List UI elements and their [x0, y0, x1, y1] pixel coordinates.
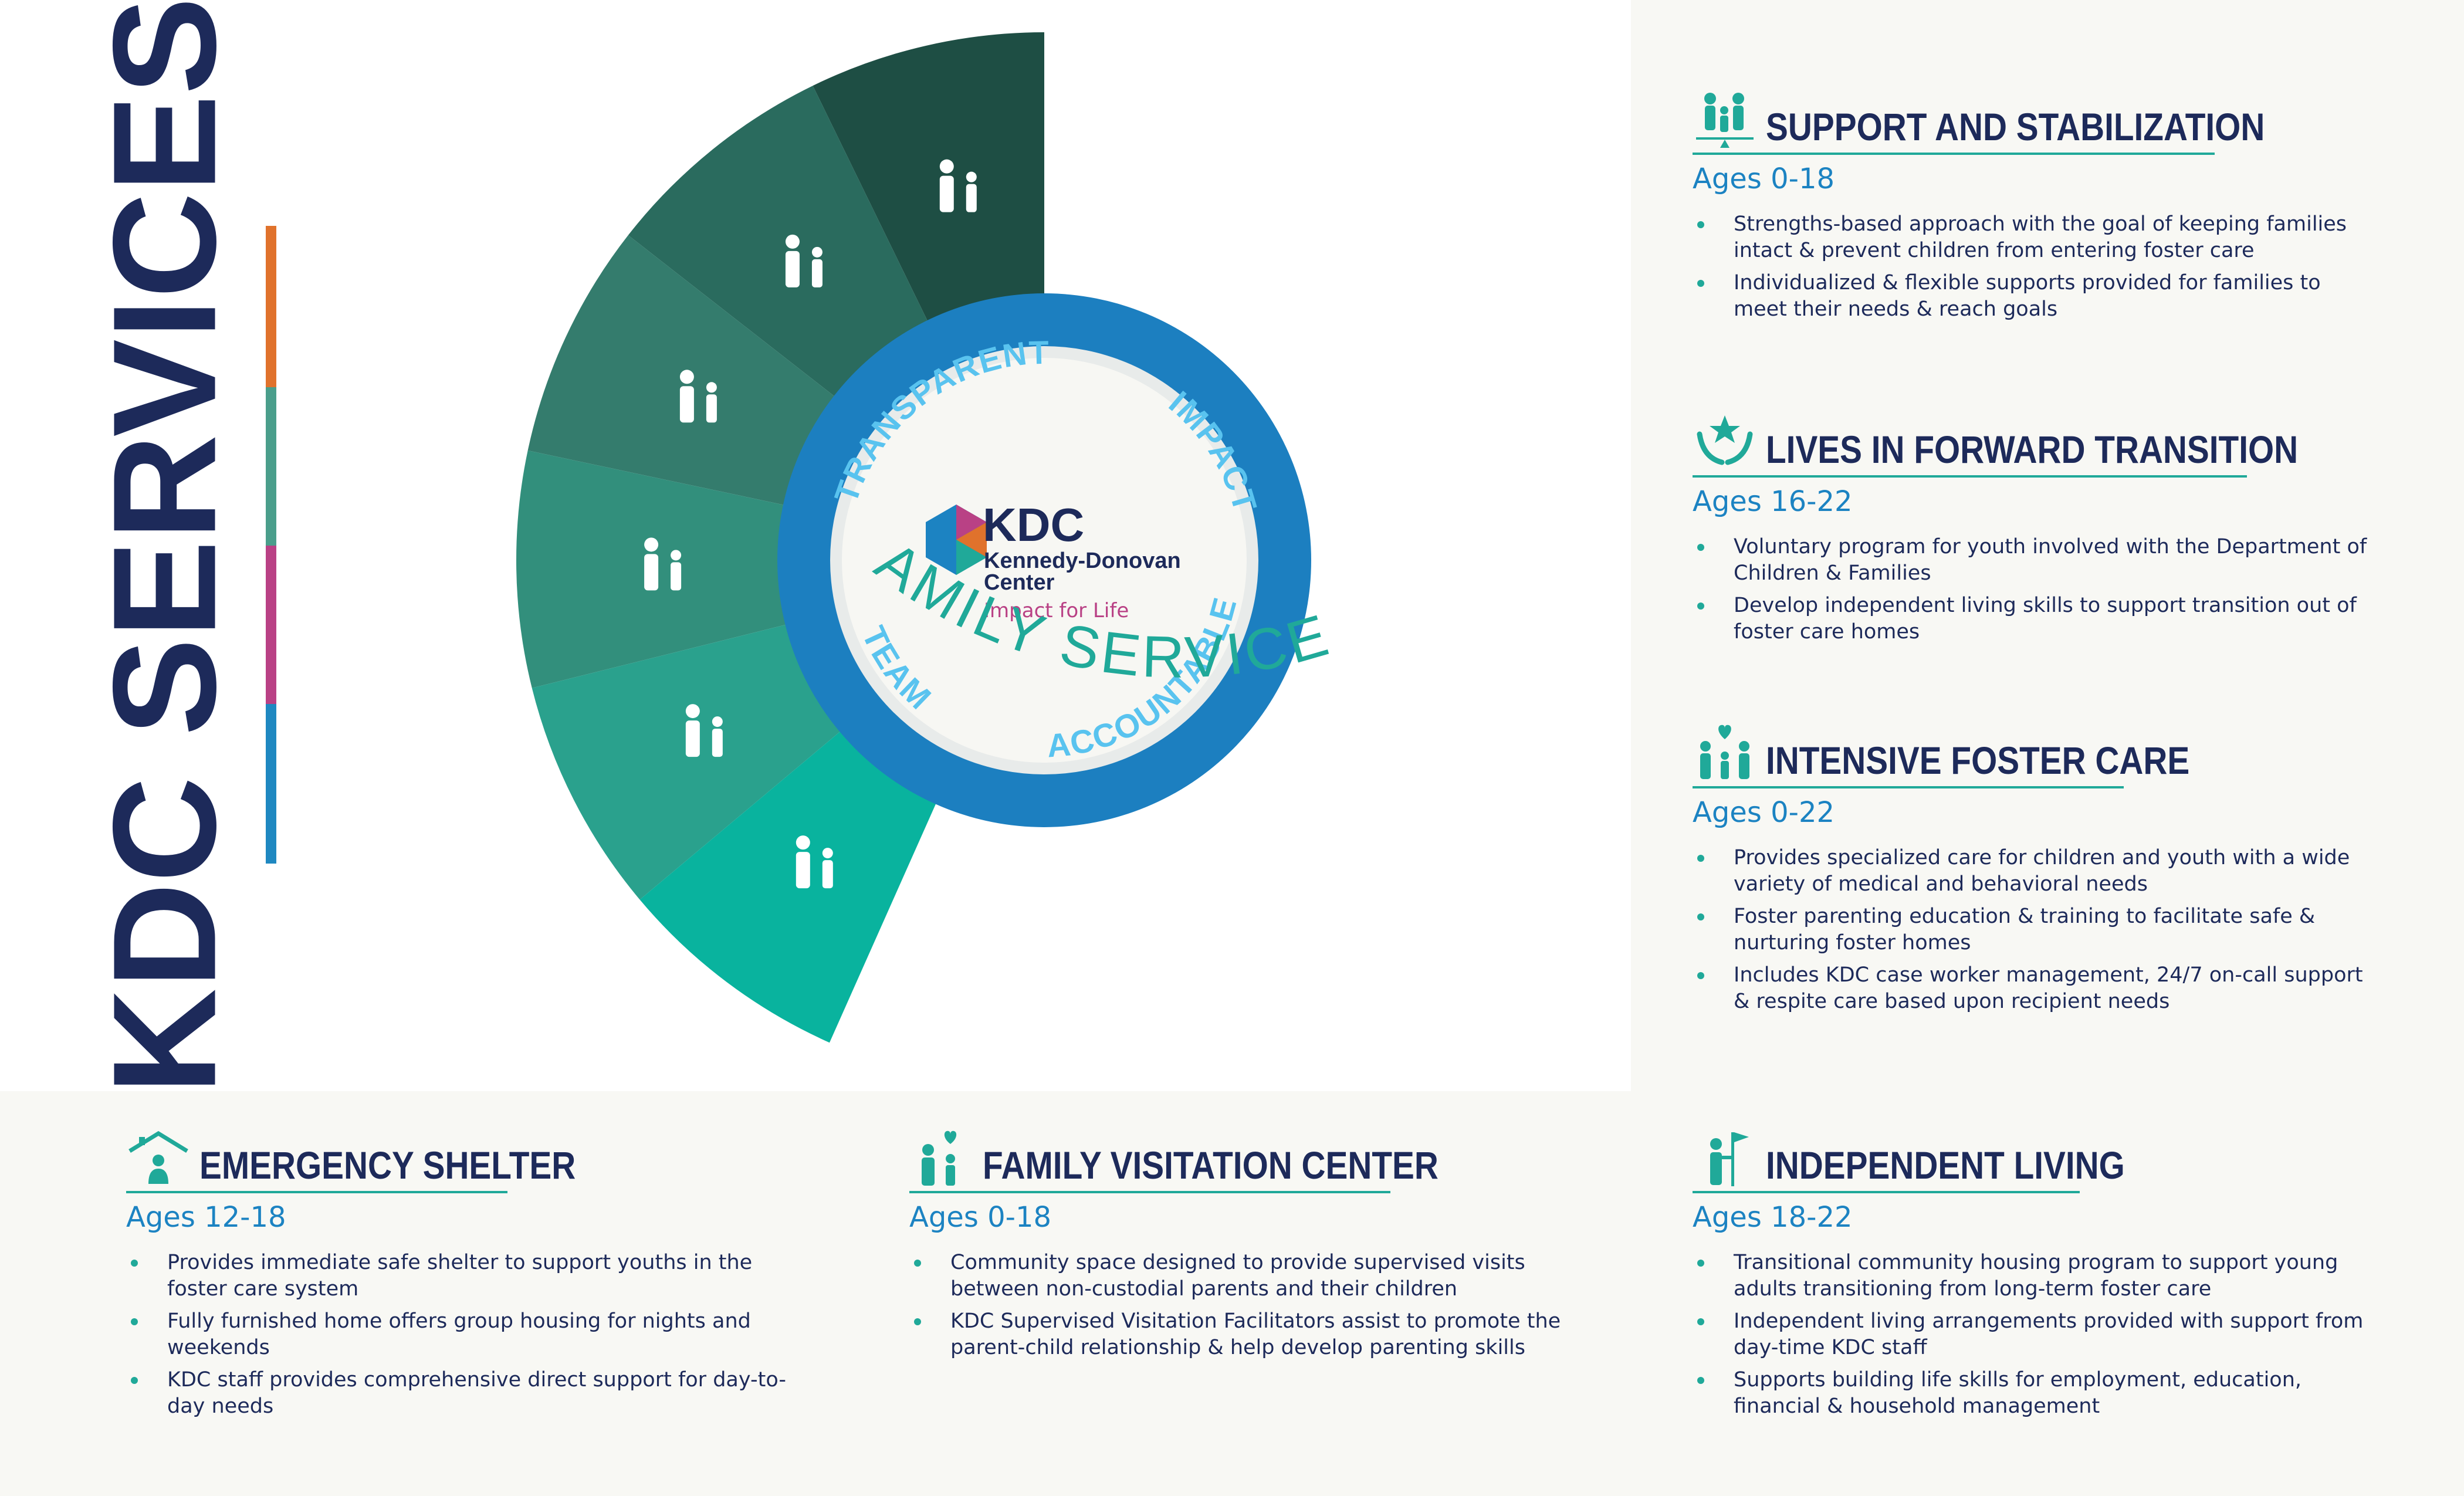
service-bullets: Transitional community housing program t… [1693, 1250, 2379, 1420]
logo-tagline: Impact for Life [984, 599, 1129, 622]
service-emergency-shelter: EMERGENCY SHELTER Ages 12-18 Provides im… [126, 1126, 813, 1426]
service-bullets: Community space designed to provide supe… [909, 1250, 1596, 1361]
service-ages: Ages 0-18 [909, 1201, 1052, 1234]
service-ages: Ages 0-22 [1693, 796, 1835, 829]
kdc-hexagon-icon [926, 505, 987, 575]
service-ages: Ages 12-18 [126, 1201, 286, 1234]
logo-line2: Center [984, 570, 1055, 595]
parent-child-heart-icon [685, 704, 723, 757]
wheel-segment [639, 722, 942, 1043]
person-flag-icon [1710, 1132, 1749, 1186]
color-bar-teal [266, 387, 276, 546]
list-item: Independent living arrangements provided… [1693, 1308, 2379, 1361]
list-item: KDC staff provides comprehensive direct … [126, 1367, 813, 1420]
right-panel [1631, 0, 2464, 1091]
service-support-stabilization: SUPPORT AND STABILIZATION Ages 0-18 Stre… [1693, 88, 2379, 329]
service-ages: Ages 16-22 [1693, 485, 1853, 518]
family-heart-icon [679, 370, 717, 423]
list-item: Foster parenting education & training to… [1693, 903, 2379, 956]
kdc-logo: KDC Kennedy-Donovan Center Impact for Li… [926, 499, 1181, 622]
service-ages: Ages 0-18 [1693, 163, 1835, 195]
color-bar-blue [266, 704, 276, 864]
list-item: Community space designed to provide supe… [909, 1250, 1596, 1302]
service-family-visitation-center: FAMILY VISITATION CENTER Ages 0-18 Commu… [909, 1126, 1596, 1367]
list-item: Includes KDC case worker management, 24/… [1693, 962, 2379, 1015]
service-independent-living: INDEPENDENT LIVING Ages 18-22 Transition… [1693, 1126, 2379, 1426]
family-balance-icon [1696, 93, 1754, 148]
list-item: Supports building life skills for employ… [1693, 1367, 2379, 1420]
logo-brand: KDC [983, 499, 1084, 551]
list-item: Strengths-based approach with the goal o… [1693, 211, 2379, 264]
center-disc [842, 358, 1247, 763]
service-title: EMERGENCY SHELTER [199, 1143, 576, 1187]
house-child-icon [128, 1131, 188, 1184]
list-item: Provides immediate safe shelter to suppo… [126, 1250, 813, 1302]
service-title: LIVES IN FORWARD TRANSITION [1766, 428, 2299, 471]
service-title: FAMILY VISITATION CENTER [983, 1143, 1439, 1187]
service-ages: Ages 18-22 [1693, 1201, 1853, 1234]
list-item: Transitional community housing program t… [1693, 1250, 2379, 1302]
service-lives-forward-transition: LIVES IN FORWARD TRANSITION Ages 16-22 V… [1693, 411, 2379, 651]
bottom-panel [0, 1091, 2464, 1496]
list-item: Fully furnished home offers group housin… [126, 1308, 813, 1361]
house-child-icon [796, 835, 833, 889]
list-item: Provides specialized care for children a… [1693, 845, 2379, 898]
color-bar-orange [266, 226, 276, 387]
wheel-segment [628, 86, 934, 405]
services-wheel: TRANSPARENT IMPACT TEAM ACCOUNTABLE KDC … [0, 0, 1335, 1043]
service-intensive-foster-care: INTENSIVE FOSTER CARE Ages 0-22 Provides… [1693, 722, 2379, 1021]
service-title: INDEPENDENT LIVING [1766, 1143, 2125, 1187]
service-title: SUPPORT AND STABILIZATION [1766, 105, 2265, 148]
family-heart-icon [1700, 725, 1749, 779]
service-bullets: Provides specialized care for children a… [1693, 845, 2379, 1015]
parent-child-heart-icon [922, 1131, 957, 1186]
color-bar-magenta [266, 546, 276, 704]
service-title: INTENSIVE FOSTER CARE [1766, 739, 2190, 782]
hands-star-icon [1697, 415, 1753, 465]
wheel-segment [813, 32, 1044, 334]
list-item: Develop independent living skills to sup… [1693, 593, 2379, 645]
wheel-segment [532, 621, 851, 900]
service-bullets: Voluntary program for youth involved wit… [1693, 534, 2379, 645]
list-item: Individualized & flexible supports provi… [1693, 270, 2379, 323]
family-balance-icon [939, 159, 977, 212]
service-bullets: Strengths-based approach with the goal o… [1693, 211, 2379, 323]
hands-star-icon [785, 234, 823, 287]
person-flag-icon [644, 537, 682, 591]
service-bullets: Provides immediate safe shelter to suppo… [126, 1250, 813, 1420]
list-item: KDC Supervised Visitation Facilitators a… [909, 1308, 1596, 1361]
logo-line1: Kennedy-Donovan [984, 549, 1181, 573]
list-item: Voluntary program for youth involved wit… [1693, 534, 2379, 587]
